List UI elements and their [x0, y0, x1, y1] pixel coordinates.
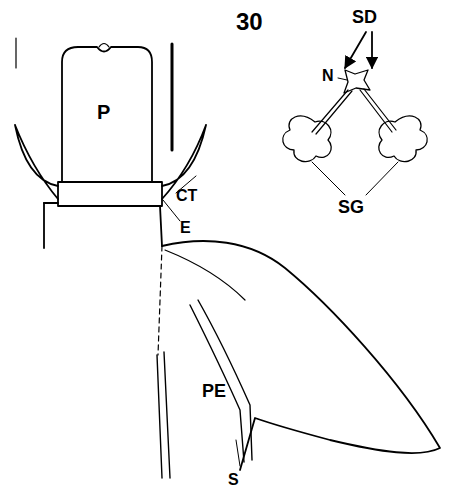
part-label: SG — [338, 198, 364, 216]
part-label: SD — [352, 8, 377, 26]
part-label: PE — [202, 382, 226, 400]
part-label: S — [228, 472, 239, 488]
part-label: E — [180, 220, 191, 236]
part-label: N — [322, 68, 334, 84]
part-label: P — [97, 102, 110, 122]
figure-number: 30 — [236, 10, 263, 34]
part-label: CT — [176, 188, 197, 204]
